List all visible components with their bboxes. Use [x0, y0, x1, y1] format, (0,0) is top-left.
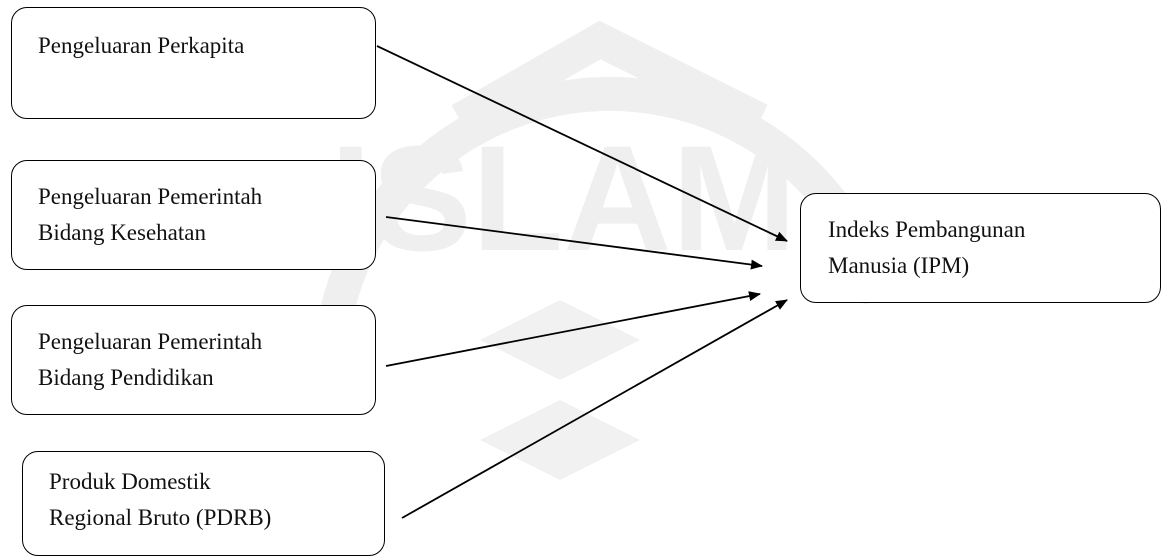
box-label-line: Regional Bruto (PDRB)	[49, 505, 272, 530]
watermark-text: ISLAM	[330, 114, 797, 282]
box-pengeluaran-kesehatan: Pengeluaran Pemerintah Bidang Kesehatan	[11, 160, 376, 270]
box-label-line: Bidang Pendidikan	[38, 365, 214, 390]
arrow-kesehatan-to-ipm	[385, 216, 763, 270]
box-label-line: Pengeluaran Pemerintah	[38, 184, 263, 209]
box-label-line: Indeks Pembangunan	[828, 217, 1026, 242]
arrow-perkapita-to-ipm	[376, 45, 788, 242]
arrow-pendidikan-to-ipm	[385, 291, 761, 367]
box-label-line: Pengeluaran Pemerintah	[38, 329, 263, 354]
box-label-line: Produk Domestik	[49, 469, 211, 494]
box-pdrb: Produk Domestik Regional Bruto (PDRB)	[22, 451, 385, 556]
box-pengeluaran-perkapita: Pengeluaran Perkapita	[11, 7, 376, 119]
box-label-line: Pengeluaran Perkapita	[38, 33, 245, 58]
arrow-pdrb-to-ipm	[401, 299, 788, 519]
box-ipm: Indeks Pembangunan Manusia (IPM)	[800, 193, 1161, 303]
box-label-line: Manusia (IPM)	[828, 253, 970, 278]
box-label-line: Bidang Kesehatan	[38, 220, 206, 245]
box-pengeluaran-pendidikan: Pengeluaran Pemerintah Bidang Pendidikan	[11, 305, 376, 415]
